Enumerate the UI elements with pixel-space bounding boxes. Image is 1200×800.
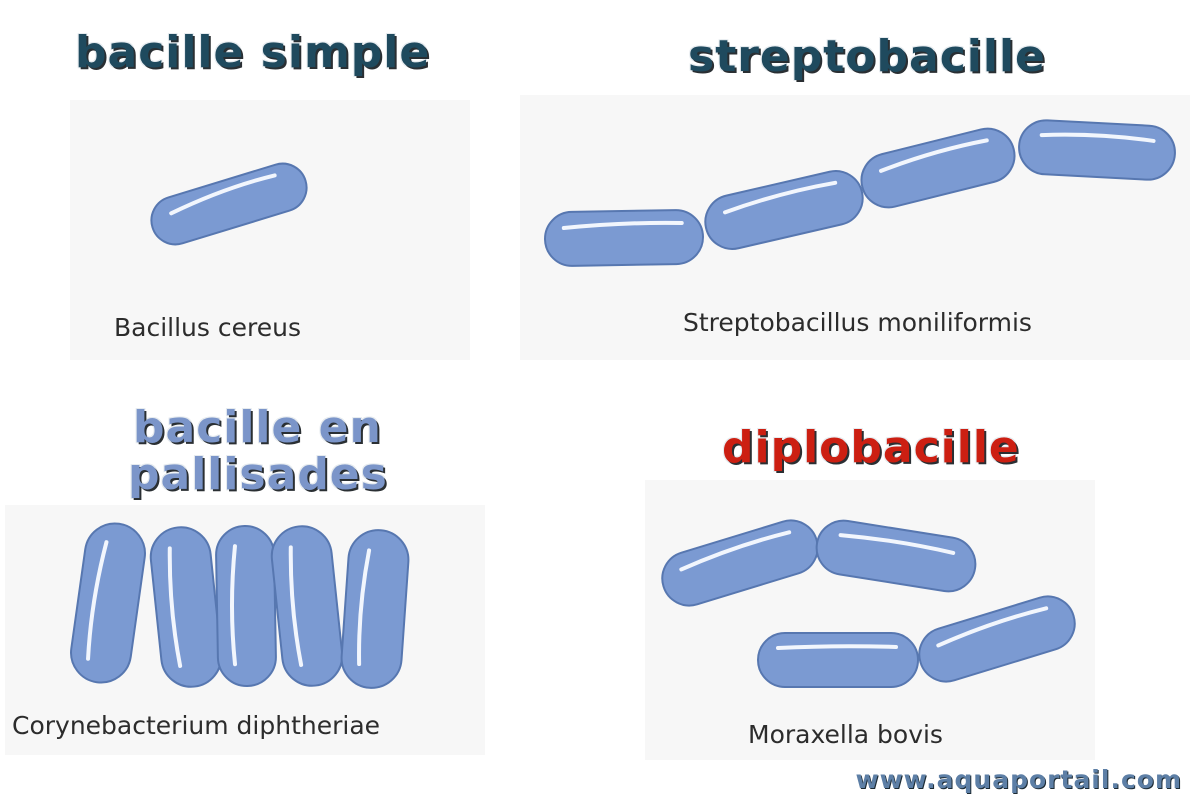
- streptobacillus-cell-1: [544, 209, 704, 267]
- caption-corynebacterium-diphtheriae: Corynebacterium diphtheriae: [12, 711, 381, 740]
- corynebacterium-cell-4: [270, 525, 344, 687]
- caption-bacillus-cereus: Bacillus cereus: [114, 313, 301, 342]
- bacillus-cereus-cell: [150, 162, 308, 246]
- streptobacillus-cell-3: [860, 127, 1016, 209]
- moraxella-pair2-cell-1: [757, 632, 919, 688]
- title-streptobacille: streptobacille: [688, 31, 1046, 82]
- corynebacterium-cell-2: [149, 526, 223, 688]
- panel-background-top-left: [70, 100, 470, 360]
- streptobacillus-cell-4: [1018, 119, 1176, 181]
- moraxella-pair1-cell-1: [661, 519, 819, 607]
- website-watermark: www.aquaportail.com: [855, 765, 1182, 794]
- moraxella-pair2-cell-2: [918, 595, 1076, 683]
- title-bacille-simple: bacille simple: [75, 27, 431, 78]
- caption-streptobacillus-moniliformis: Streptobacillus moniliformis: [683, 308, 1032, 337]
- corynebacterium-cell-1: [70, 522, 146, 684]
- title-diplobacille: diplobacille: [722, 422, 1020, 473]
- streptobacillus-cell-2: [704, 170, 864, 250]
- corynebacterium-cell-3: [215, 525, 277, 687]
- title-bacille-en-line1: bacille en: [133, 402, 382, 453]
- corynebacterium-cell-5: [340, 529, 410, 689]
- caption-moraxella-bovis: Moraxella bovis: [748, 720, 943, 749]
- title-pallisades-line2: pallisades: [128, 449, 388, 500]
- moraxella-pair1-cell-2: [815, 519, 977, 593]
